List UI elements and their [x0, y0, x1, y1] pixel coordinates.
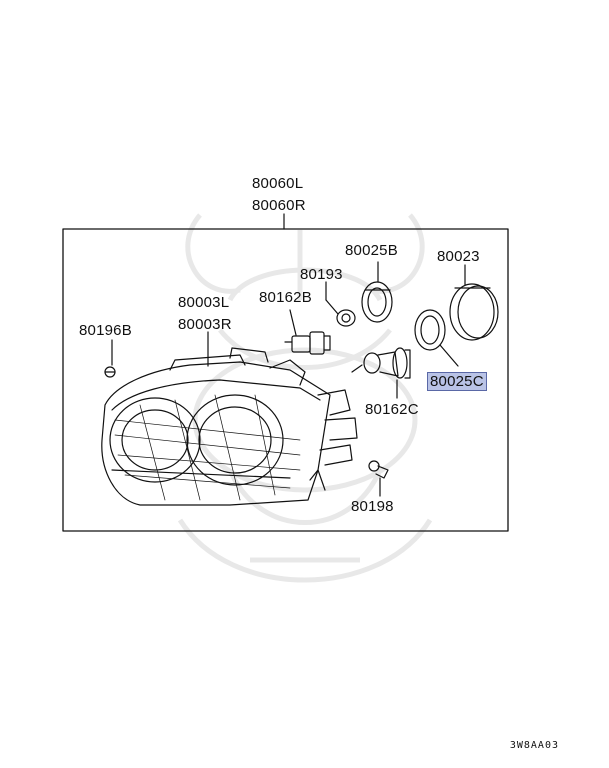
label-80025b: 80025B	[345, 242, 398, 259]
bolt-80198	[368, 460, 389, 497]
label-80060r: 80060R	[252, 197, 306, 214]
label-80060l: 80060L	[252, 175, 304, 192]
cover-80023	[449, 264, 499, 341]
screw-80196b	[104, 339, 116, 378]
assembly-frame	[62, 228, 509, 532]
headlamp-housing	[101, 347, 358, 506]
bulb-80162c	[351, 347, 411, 399]
label-80162b: 80162B	[259, 289, 312, 306]
label-80025c-highlighted[interactable]: 80025C	[427, 372, 487, 391]
diagram-code: 3W8AA03	[509, 740, 559, 751]
label-80198: 80198	[351, 498, 394, 515]
bulb-80162b	[284, 309, 331, 355]
ring-80025c	[414, 309, 459, 367]
ring-80025b	[361, 261, 393, 323]
label-80003r: 80003R	[178, 316, 232, 333]
label-80162c: 80162C	[365, 401, 419, 418]
label-80196b: 80196B	[79, 322, 132, 339]
label-80193: 80193	[300, 266, 343, 283]
label-80003l: 80003L	[178, 294, 230, 311]
label-80023: 80023	[437, 248, 480, 265]
clip-80193	[325, 281, 356, 327]
